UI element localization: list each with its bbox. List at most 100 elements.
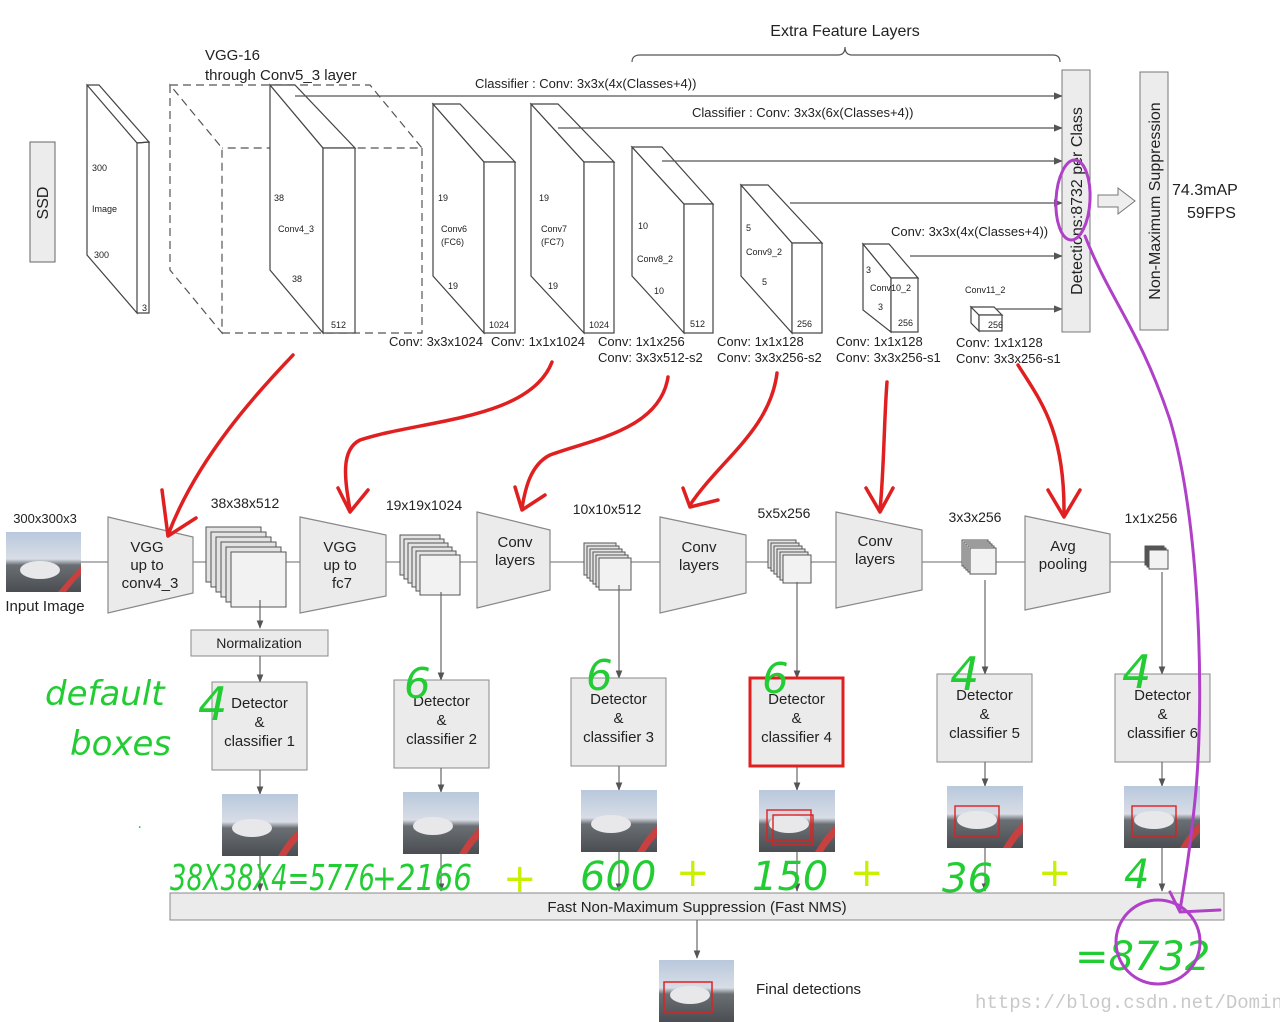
conv-label-6a: Conv: 1x1x128 <box>956 335 1043 350</box>
detection-thumbnail-5 <box>947 786 1023 848</box>
feature-map-stack-1 <box>205 526 287 608</box>
classifier-label-1: Classifier : Conv: 3x3x(4x(Classes+4)) <box>475 76 696 91</box>
sum-term-1: 38X38X4=5776 <box>170 858 375 899</box>
conv6-w: 19 <box>448 281 458 291</box>
conv10-2-block <box>861 242 920 334</box>
purple-annotations <box>1054 158 1222 986</box>
detector-box-5 <box>936 673 1033 763</box>
ssd-label: SSD <box>35 187 52 220</box>
conv11-2-name: Conv11_2 <box>965 285 1005 295</box>
conv9-2-block <box>739 183 824 335</box>
feature-map-stack-4 <box>767 539 812 584</box>
conv-label-5a: Conv: 1x1x128 <box>836 334 923 349</box>
detection-thumbnail-2 <box>403 792 479 854</box>
feature-size-4: 5x5x256 <box>758 505 811 521</box>
detector-column-1: Detector&classifier 1 <box>211 600 308 892</box>
image-h: 300 <box>92 163 107 173</box>
boxes-label: boxes <box>70 724 171 764</box>
stage-shapes <box>107 511 1111 614</box>
box-count-1: 4 <box>198 677 227 731</box>
conv9-2-w: 5 <box>762 277 767 287</box>
detector-label-5-1: Detector <box>956 687 1013 704</box>
conv11-2-c: 256 <box>988 320 1003 330</box>
box-count-3: 6 <box>586 651 613 700</box>
detector-4-highlight <box>748 676 845 768</box>
conv-label-2: Conv: 1x1x1024 <box>491 334 585 349</box>
conv8-2-name: Conv8_2 <box>637 254 673 264</box>
detector-label-5-2: & <box>979 706 989 723</box>
conv10-2-name: Conv10_2 <box>870 283 911 293</box>
sum-term-4: 150 <box>752 854 828 900</box>
detectors: Detector&classifier 1Detector&classifier… <box>211 572 1211 892</box>
conv9-2-name: Conv9_2 <box>746 247 782 257</box>
nms-label: Non-Maximum Suppression <box>1147 102 1164 299</box>
box-count-2: 6 <box>404 659 431 708</box>
conv-label-3b: Conv: 3x3x512-s2 <box>598 350 703 365</box>
detector-box-3 <box>570 677 667 767</box>
conv-label-1: Conv: 3x3x1024 <box>389 334 483 349</box>
detector-box-2 <box>393 679 490 769</box>
detector-label-6-1: Detector <box>1134 687 1191 704</box>
detector-label-6-3: classifier 6 <box>1127 725 1198 742</box>
conv10-2-h: 3 <box>866 265 871 275</box>
hollow-arrow-icon <box>1097 186 1136 216</box>
stage-conv-2 <box>659 516 747 614</box>
ssd-label-box <box>29 141 56 263</box>
detector-label-3-2: & <box>613 710 623 727</box>
stage-1-l2: up to <box>130 557 163 574</box>
default-label: default <box>45 674 166 714</box>
conv8-2-h: 10 <box>638 221 648 231</box>
circle-8732-top <box>1054 158 1092 242</box>
stage-5-l2: layers <box>855 551 895 568</box>
sum-plus-4: + <box>1038 850 1072 896</box>
detector-label-2-2: & <box>436 712 446 729</box>
detector-label-4-3: classifier 4 <box>761 729 832 746</box>
conv7-name: Conv7 <box>541 224 567 234</box>
conv7-c: 1024 <box>589 320 609 330</box>
conv7-name2: (FC7) <box>541 237 564 247</box>
detector-label-2-1: Detector <box>413 693 470 710</box>
detector-column-2: Detector & classifier 2 <box>393 592 490 892</box>
green-annotations: default boxes 4 6 6 6 4 4 . <box>45 645 1151 832</box>
detector-column-3: Detector&classifier 3 <box>570 585 667 892</box>
detections-box <box>1061 69 1091 333</box>
sum-term-2: +2166 <box>372 858 472 899</box>
sum-total: =8732 <box>1075 934 1210 980</box>
extra-layers-title: Extra Feature Layers <box>770 23 919 40</box>
stage-2-l3: fc7 <box>332 575 352 592</box>
input-image <box>6 532 81 592</box>
stage-2-l2: up to <box>323 557 356 574</box>
feature-map-stacks <box>205 526 1169 608</box>
stage-2-l1: VGG <box>323 539 356 556</box>
detection-thumbnail-4 <box>759 790 835 852</box>
normalization-label: Normalization <box>216 635 302 651</box>
detector-label-1-1: Detector <box>231 695 288 712</box>
input-size: 300x300x3 <box>13 511 77 526</box>
classifier-label-3: Conv: 3x3x(4x(Classes+4)) <box>891 224 1048 239</box>
conv7-h: 19 <box>539 193 549 203</box>
connector-line <box>1083 234 1202 912</box>
watermark: https://blog.csdn.net/Dominic_S <box>975 992 1280 1014</box>
map-value: 74.3mAP <box>1172 182 1238 199</box>
conv6-name2: (FC6) <box>441 237 464 247</box>
sum-term-5: 36 <box>942 856 993 902</box>
conv11-2-block <box>969 305 1004 333</box>
conv-label-5b: Conv: 3x3x256-s1 <box>836 350 941 365</box>
stage-4-l2: layers <box>679 557 719 574</box>
detector-label-2-3: classifier 2 <box>406 731 477 748</box>
conv8-2-c: 512 <box>690 319 705 329</box>
stage-4-l1: Conv <box>681 539 717 556</box>
fps-value: 59FPS <box>1187 205 1236 222</box>
final-detections-label: Final detections <box>756 981 861 998</box>
stage-vgg-conv4 <box>107 516 194 614</box>
feature-map-stack-2 <box>399 534 461 596</box>
conv-label-6b: Conv: 3x3x256-s1 <box>956 351 1061 366</box>
sum-term-3: 600 <box>580 854 656 900</box>
conv10-2-w: 3 <box>878 302 883 312</box>
extra-layers-bracket <box>631 46 1061 63</box>
stage-conv-3 <box>835 511 923 609</box>
feature-size-2: 19x19x1024 <box>386 497 463 513</box>
detection-thumbnail-3 <box>581 790 657 852</box>
stage-3-l2: layers <box>495 552 535 569</box>
